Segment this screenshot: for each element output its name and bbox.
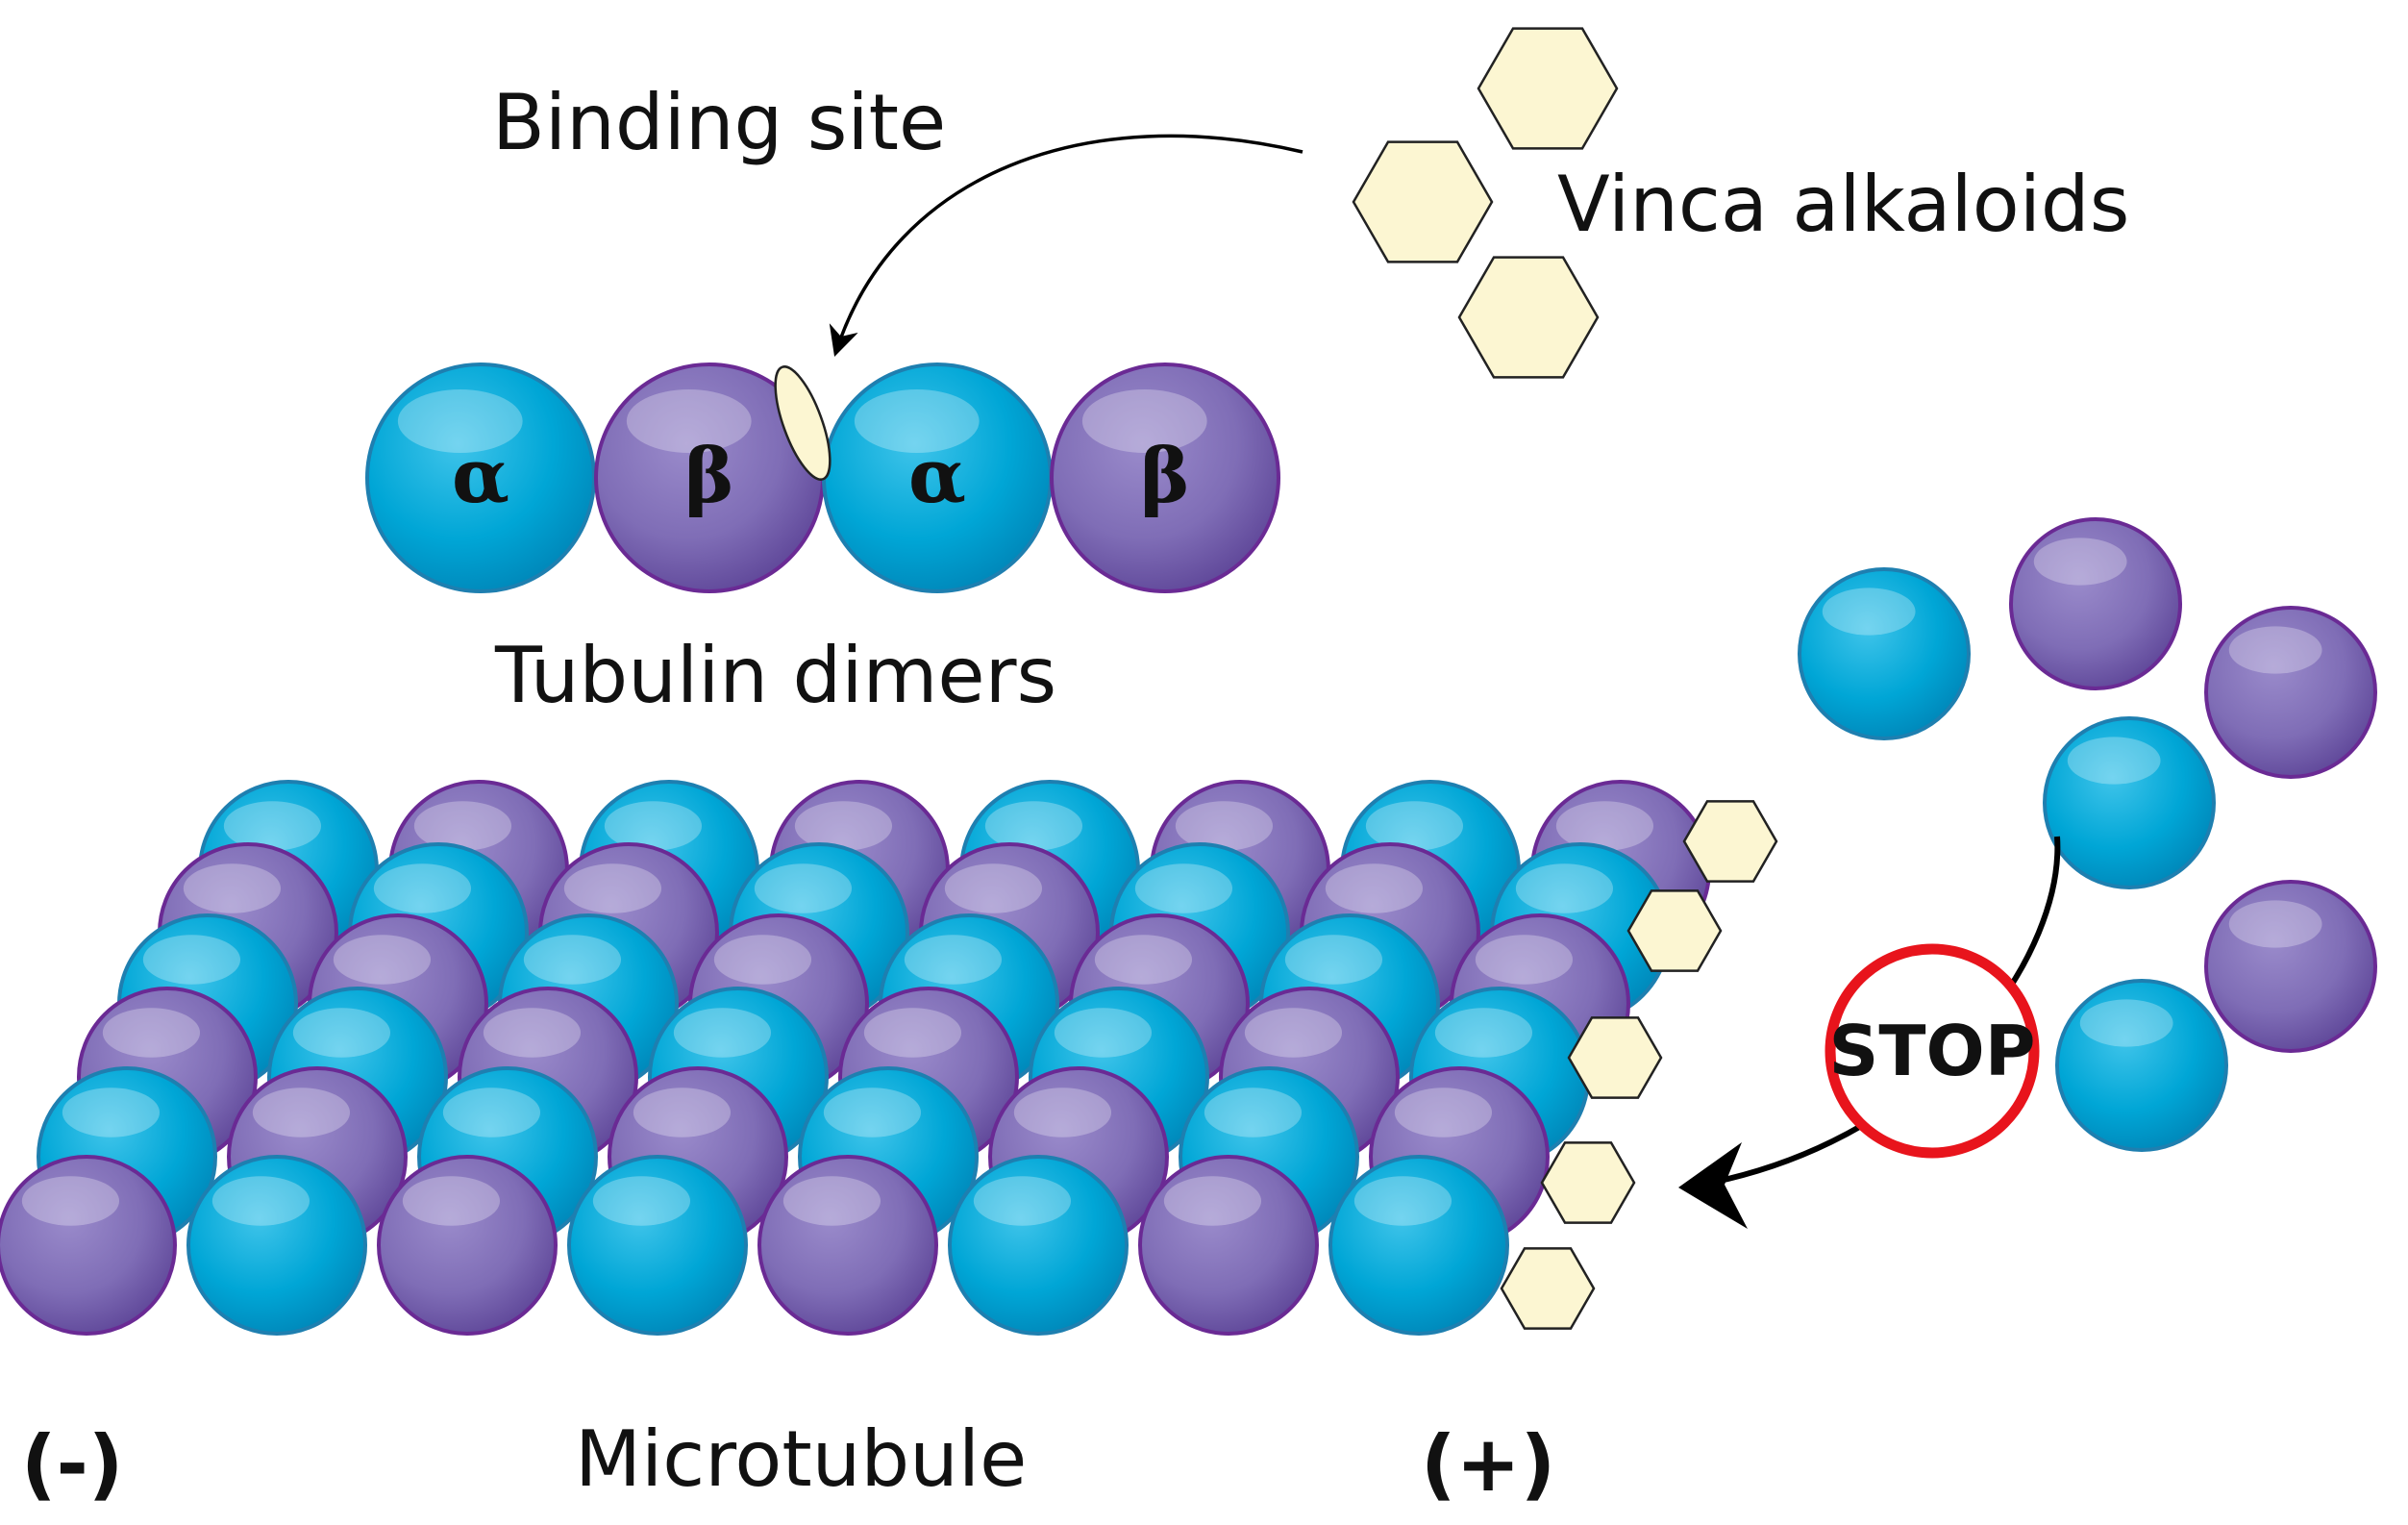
microtubule-subunit [186,1155,367,1336]
beta-symbol: β [684,433,734,520]
blocked-arrow-head [1678,1142,1748,1229]
beta-tubulin: β [1050,362,1280,593]
vinca-alkaloids-label: Vinca alkaloids [1557,160,2129,249]
free-beta-tubulin [2204,880,2377,1053]
binding-arrow [829,134,1303,357]
tubulin-dimers-label: Tubulin dimers [494,631,1056,720]
bound-vinca-hexagon [1540,1141,1636,1224]
microtubule-subunit [567,1155,748,1336]
bound-vinca-alkaloids [1500,800,1778,1330]
free-alpha-tubulin [2055,979,2228,1152]
free-tubulin-dimers [1798,517,2377,1152]
microtubule-subunit [1138,1155,1319,1336]
free-vinca-alkaloids [1352,27,1619,379]
plus-end-label: (+) [1421,1419,1555,1509]
beta-symbol: β [1140,433,1190,520]
microtubule-subunit [948,1155,1129,1336]
binding-site-label: Binding site [492,78,946,167]
microtubule-lattice [0,780,1711,1336]
microtubule-label: Microtubule [575,1414,1027,1504]
microtubule-subunit [757,1155,938,1336]
free-alpha-tubulin [1798,567,1971,740]
minus-end-label: (-) [21,1419,123,1509]
stop-text: STOP [1829,1011,2036,1091]
vinca-hexagon [1352,140,1494,263]
free-alpha-tubulin [2043,716,2216,889]
free-beta-tubulin [2009,517,2182,690]
stop-sign: STOP [1825,943,2040,1159]
bound-vinca-hexagon [1567,1016,1663,1099]
alpha-tubulin: α [365,362,596,593]
vinca-hexagon [1477,27,1619,150]
beta-tubulin: β [594,362,825,593]
alpha-tubulin: α [822,362,1053,593]
microtubule-subunit [1328,1155,1509,1336]
vinca-hexagon [1457,256,1600,379]
bound-vinca-hexagon [1682,800,1778,883]
free-beta-tubulin [2204,606,2377,779]
binding-site-marker [774,365,832,481]
alpha-symbol: α [908,433,966,520]
bound-vinca-hexagon [1500,1247,1596,1330]
alpha-symbol: α [452,433,509,520]
microtubule-subunit [0,1155,177,1336]
microtubule-subunit [377,1155,558,1336]
bound-vinca-hexagon [1626,889,1723,972]
